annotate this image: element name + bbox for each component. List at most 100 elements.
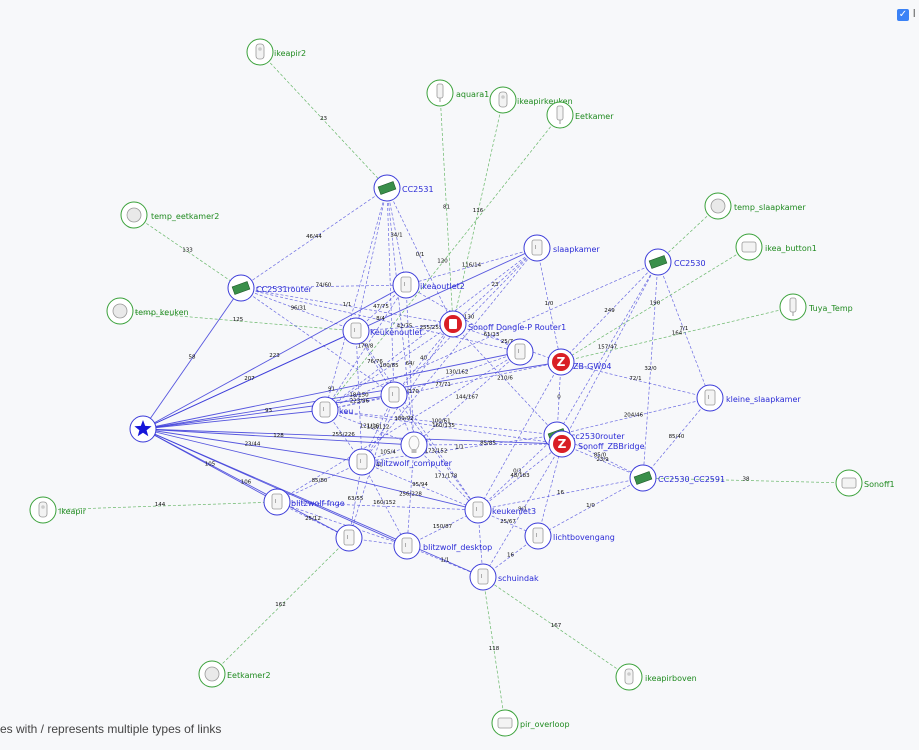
link-quality-label: 85/80 [312,478,328,484]
link-quality-label: 162 [275,602,286,608]
plug-icon [532,527,544,544]
node-slaapkamer[interactable]: slaapkamer [523,234,600,262]
node-temp_slaapkamer[interactable]: temp_slaapkamer [704,192,806,220]
node-ikea_button1[interactable]: ikea_button1 [735,233,817,261]
link-coordinator-ikeaoutlet2 [142,284,407,430]
node-label: Eetkamer2 [227,671,271,680]
node-lichtbovengang[interactable]: lichtbovengang [524,522,615,550]
link-quality-label: 16 [507,553,514,559]
link-cc2531router-keuken_outlet [240,287,357,332]
node-pir_overloop[interactable]: pir_overloop [491,709,570,737]
node-ikeapir[interactable]: ikeapir [29,496,87,524]
link-keukenlet3-sonoff_zbbridge [477,443,563,511]
link-quality-label: 23 [320,116,327,122]
node-tuya_temp[interactable]: Tuya_Temp [779,293,853,321]
node-label: ikeapir2 [274,49,306,58]
node-ikeapirkeuken[interactable]: ikeapirkeuken [489,86,573,114]
link-quality-label: 47/75 [373,304,389,310]
plug-icon [400,276,412,293]
plug-icon [319,401,331,418]
node-label: blitzwolf-fnge [291,499,345,508]
node-bulb_mid[interactable] [400,431,428,459]
link-blitzwolf_desktop-schuindak [406,545,484,578]
dongle-icon [444,315,462,333]
link-cc2530-zb_gw04 [560,261,659,363]
node-keuken_mid[interactable]: keu [311,396,353,424]
link-temp_keuken-keuken_outlet [119,310,357,332]
node-ikeapir2[interactable]: ikeapir2 [246,38,306,66]
node-cc2531[interactable]: CC2531 [373,174,434,202]
link-bulb_mid-keukenlet3 [413,444,479,511]
legend-toggle-checkbox[interactable]: ✓ [897,9,909,21]
plug-icon [472,501,484,518]
link-cc2531router-ikeaoutlet2 [240,284,407,289]
link-keuken_mid-cc2530router [324,409,558,436]
link-blitzwolf_fnge-blitzwolf_desktop [276,501,408,547]
link-coordinator-keuken_outlet [142,330,357,430]
node-label: CC2530_CC2591 [658,475,725,484]
node-sonoff1[interactable]: Sonoff1 [835,469,895,497]
link-lichtbovengang-sonoff_zbbridge [537,443,563,537]
node-temp_eetkamer2[interactable]: temp_eetkamer2 [120,201,219,229]
node-plug_low[interactable] [335,524,363,552]
link-cc2531-cc2531router [240,187,388,289]
link-quality-label: 160/135 [432,423,455,429]
plug-icon [477,568,489,585]
switch-icon [841,477,857,489]
node-ikea_center[interactable] [380,381,408,409]
edges-layer [42,51,850,724]
link-quality-label: 223/96 [350,399,370,405]
link-aquara1-sonoff_dongle [439,92,454,325]
node-label: ikea_button1 [765,244,817,253]
motion-sensor-icon [255,43,265,60]
node-schuindak[interactable]: schuindak [469,563,539,591]
node-blitzwolf_computer[interactable]: blitzwolf_computer [348,448,453,476]
node-label: Sonoff1 [864,480,895,489]
node-coordinator[interactable] [129,415,157,443]
node-ikeaoutlet2[interactable]: ikeaoutlet2 [392,271,465,299]
node-eetkamer[interactable]: Eetkamer [546,101,614,129]
node-label: ikeapirboven [645,674,697,683]
node-eetkamer2[interactable]: Eetkamer2 [198,660,271,688]
node-ikea_mid[interactable] [506,338,534,366]
link-quality-label: 105/4 [380,450,396,456]
link-quality-label: 255/255 [420,325,443,331]
link-cc2531router-ikea_mid [240,287,521,353]
node-aquara1[interactable]: aquara1 [426,79,489,107]
node-label: aquara1 [456,90,489,99]
node-cc2530[interactable]: CC2530 [644,248,706,276]
node-keuken_outlet[interactable]: Keukenoutlet [342,317,423,345]
node-temp_keuken[interactable]: temp_keuken [106,297,189,325]
link-quality-label: 81 [443,205,450,211]
node-cc2531router[interactable]: CC2531router [227,274,313,302]
link-quality-label: 207 [244,376,255,382]
node-sonoff_dongle[interactable]: Sonoff Dongle-P Router1 [439,310,566,338]
node-blitzwolf_desktop[interactable]: blitzwolf_desktop [393,532,492,560]
link-quality-label: 1/0 [586,503,595,509]
node-keukenlet3[interactable]: keukenlet3 [464,496,536,524]
link-quality-label: 42/75 [397,324,413,330]
node-kleine_slaapkamer[interactable]: kleine_slaapkamer [696,384,801,412]
sensor-icon [436,83,444,102]
link-coordinator-schuindak [142,428,484,578]
link-cc2530router-blitzwolf_computer [361,434,558,463]
link-ikeapirkeuken-sonoff_dongle [452,99,504,325]
link-sonoff_dongle-keuken_mid [324,323,454,411]
node-ikeapirboven[interactable]: ikeapirboven [615,663,697,691]
link-quality-label: 256/228 [399,492,422,498]
link-quality-label: 40 [420,356,427,362]
link-quality-label: 249 [604,308,615,314]
link-quality-label: 125 [233,317,244,323]
link-sonoff_zbbridge-schuindak [482,443,563,578]
link-quality-label: 128 [273,433,284,439]
link-ikea_center-keukenlet3 [393,394,479,511]
node-label: blitzwolf_computer [376,459,453,468]
link-quality-label: 0 [557,395,561,401]
node-label: ikeapirkeuken [517,97,573,106]
node-cc2530_cc2591[interactable]: CC2530_CC2591 [629,464,725,492]
zigbee-icon: Z [553,435,571,453]
node-blitzwolf_fnge[interactable]: blitzwolf-fnge [263,488,345,516]
